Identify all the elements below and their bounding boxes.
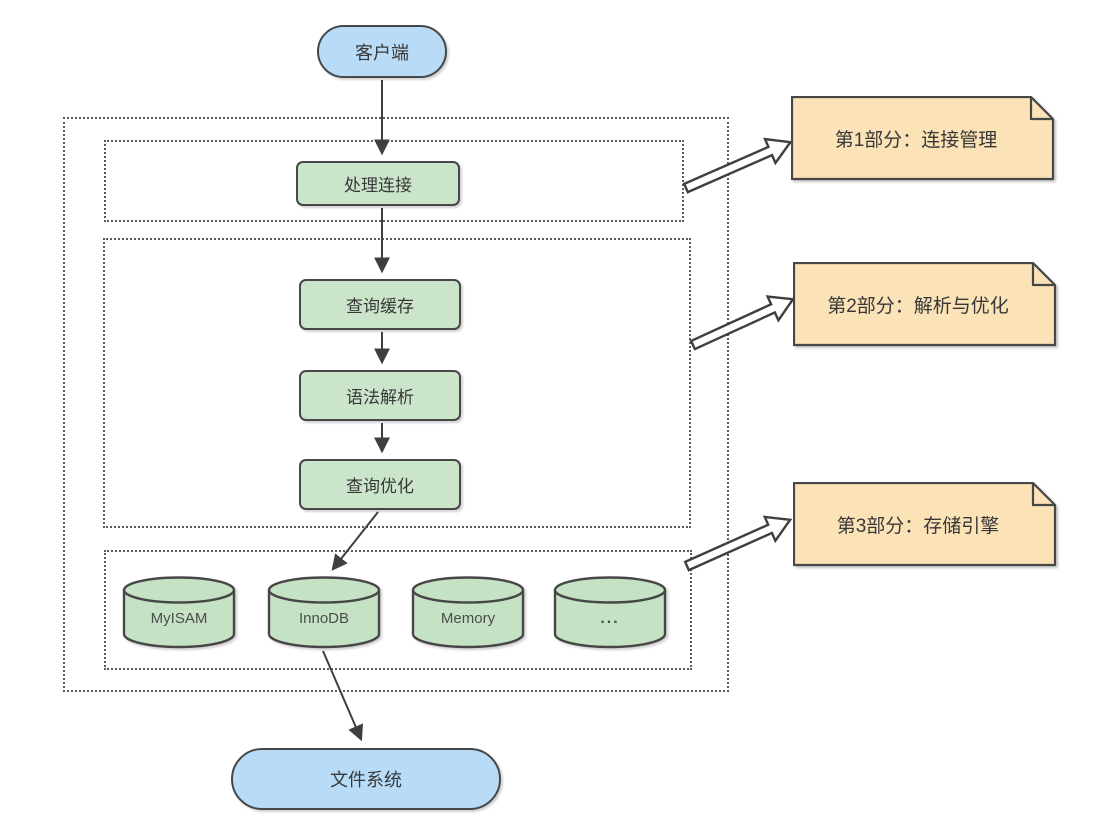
parse-optimize-section-box [103, 238, 691, 528]
cylinder-memory-label: Memory [440, 610, 496, 627]
node-query-cache: 查询缓存 [299, 279, 461, 330]
storage-engine-section-box [104, 550, 692, 670]
note-part1-label: 第1部分：连接管理 [834, 130, 998, 151]
node-handle-connection-label: 处理连接 [344, 176, 412, 195]
cylinder-myisam-label: MyISAM [150, 610, 208, 627]
node-query-optimize: 查询优化 [299, 459, 461, 510]
node-query-optimize-label: 查询优化 [346, 477, 414, 496]
database-cylinder-icon [411, 576, 525, 649]
cylinder-other-engines-label: ... [600, 610, 620, 627]
cylinder-memory: Memory [411, 576, 525, 650]
cylinder-innodb-label: InnoDB [298, 610, 350, 627]
node-file-system-label: 文件系统 [330, 770, 402, 790]
note-part2-label: 第2部分：解析与优化 [827, 296, 1009, 317]
node-syntax-parse-label: 语法解析 [346, 388, 414, 407]
database-cylinder-icon [122, 576, 236, 649]
server-boundary-box [63, 117, 729, 692]
note-part3-label: 第3部分：存储引擎 [836, 516, 1000, 537]
note-part3: 第3部分：存储引擎 [793, 482, 1057, 567]
node-query-cache-label: 查询缓存 [346, 297, 414, 316]
sticky-note-shape [793, 482, 1057, 567]
database-cylinder-icon [267, 576, 381, 649]
cylinder-other-engines: ... [553, 576, 667, 650]
note-part1: 第1部分：连接管理 [791, 96, 1055, 181]
cylinder-myisam: MyISAM [122, 576, 236, 650]
node-client: 客户端 [317, 25, 447, 78]
node-syntax-parse: 语法解析 [299, 370, 461, 421]
cylinder-innodb: InnoDB [267, 576, 381, 650]
node-client-label: 客户端 [355, 42, 409, 63]
node-handle-connection: 处理连接 [296, 161, 460, 206]
database-cylinder-icon [553, 576, 667, 649]
note-part2: 第2部分：解析与优化 [793, 262, 1057, 347]
node-file-system: 文件系统 [231, 748, 501, 810]
